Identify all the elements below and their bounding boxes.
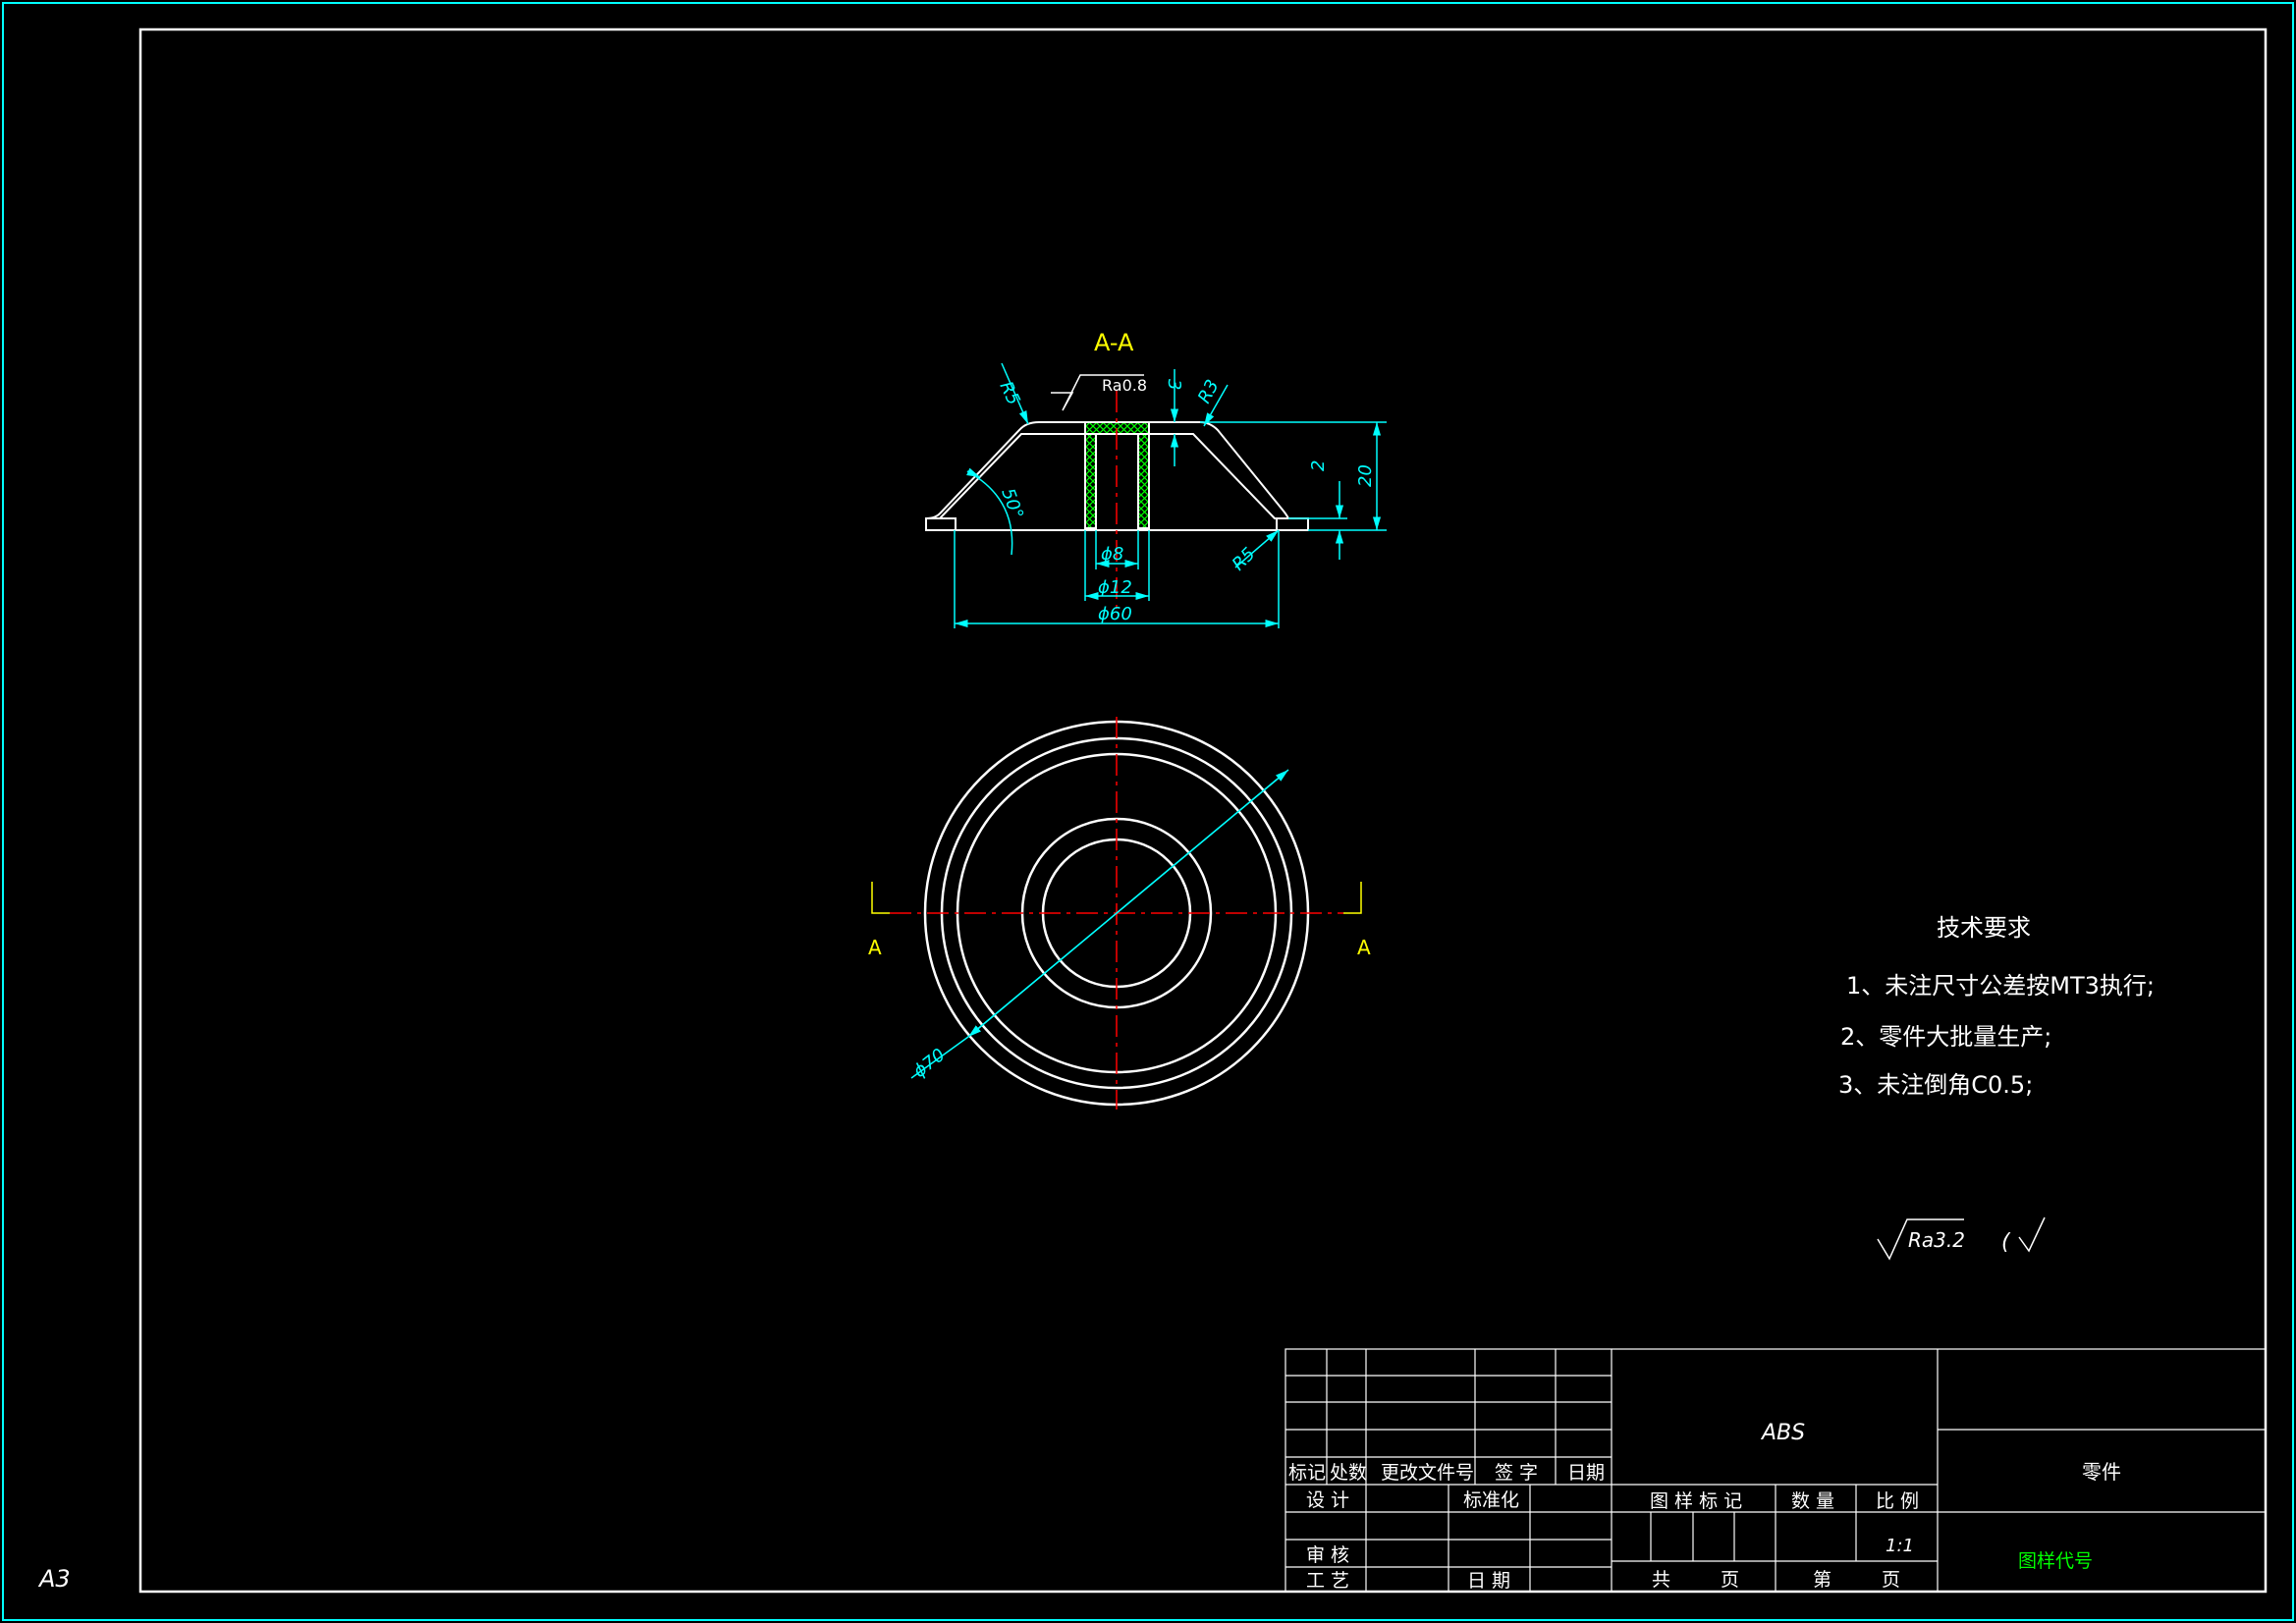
tb-scale-value: 1:1 (1886, 1536, 1914, 1556)
tb-col-date: 日期 (1567, 1462, 1605, 1484)
dim-bore: ϕ8 (1101, 544, 1123, 565)
tb-quantity: 数 量 (1791, 1490, 1834, 1512)
inner-frame (138, 27, 2268, 1594)
tb-pattern-mark: 图 样 标 记 (1650, 1490, 1742, 1512)
boss-left-hatch (1084, 433, 1097, 529)
tb-sheet-unit-2: 页 (1882, 1569, 1900, 1591)
surface-finish-paren: ( (2001, 1230, 2011, 1255)
section-mark-left: A (868, 936, 882, 959)
section-mark-right-line (1343, 882, 1362, 914)
dim-thickness-top: 3 (1164, 379, 1184, 390)
roughness-symbol (1051, 374, 1144, 411)
tb-part-name: 零件 (2082, 1460, 2121, 1484)
tb-process: 工 艺 (1306, 1570, 1349, 1592)
tb-drawing-code: 图样代号 (2018, 1550, 2093, 1572)
tb-date: 日 期 (1467, 1570, 1510, 1592)
tb-design: 设 计 (1306, 1489, 1349, 1511)
flange-right (1276, 517, 1309, 531)
tech-item-2: 2、零件大批量生产; (1840, 1023, 2051, 1051)
tb-col-count: 处数 (1330, 1462, 1367, 1484)
tb-review: 审 核 (1306, 1544, 1349, 1566)
tb-material: ABS (1760, 1421, 1805, 1445)
tech-heading: 技术要求 (1937, 914, 2031, 942)
flange-left (925, 517, 957, 531)
boss-right-hatch (1137, 433, 1150, 529)
sheet-size-label: A3 (37, 1565, 71, 1593)
tb-sheet-no: 第 (1813, 1569, 1831, 1591)
section-mark-left-line (871, 882, 890, 914)
left-wall-hatch (925, 421, 1086, 519)
tb-col-sign: 签 字 (1495, 1462, 1538, 1484)
dim-r5-bottom: R5 (1229, 544, 1260, 575)
title-block (1285, 1348, 2267, 1593)
dim-boss: ϕ12 (1098, 577, 1132, 598)
dim-height: 20 (1355, 464, 1376, 487)
tb-total-sheets: 共 (1652, 1569, 1670, 1591)
roughness-label: Ra0.8 (1102, 376, 1147, 395)
surface-finish: Ra3.2 ( (1877, 1217, 2046, 1261)
surface-finish-symbol (1877, 1218, 1964, 1261)
dim-thickness-flange: 2 (1308, 460, 1329, 471)
tb-col-doc: 更改文件号 (1381, 1462, 1474, 1484)
tb-scale-label: 比 例 (1876, 1490, 1919, 1512)
section-title: A-A (1094, 329, 1134, 356)
section-mark-right: A (1357, 936, 1371, 959)
tb-col-mark: 标记 (1288, 1462, 1326, 1484)
tech-requirements: 技术要求 1、未注尺寸公差按MT3执行; 2、零件大批量生产; 3、未注倒角C0… (1838, 914, 2155, 1099)
dim-angle: 50° (997, 486, 1027, 522)
right-wall-hatch (1148, 421, 1290, 519)
dim-base: ϕ60 (1098, 604, 1132, 624)
surface-finish-label: Ra3.2 (1908, 1228, 1965, 1252)
title-block-text: 标记 处数 更改文件号 签 字 日期 设 计 标准化 审 核 工 艺 日 期 A… (1288, 1421, 2121, 1592)
section-view: A-A Ra0.8 R5 R3 R5 50° (925, 329, 1387, 628)
tech-item-1: 1、未注尺寸公差按MT3执行; (1846, 972, 2155, 1000)
tb-sheet-unit-1: 页 (1721, 1569, 1739, 1591)
dim-diameter: ϕ70 (909, 1045, 949, 1082)
dim-r3: R3 (1194, 376, 1224, 406)
tech-item-3: 3、未注倒角C0.5; (1838, 1071, 2033, 1099)
plan-view: A A ϕ70 (868, 717, 1371, 1109)
check-symbol (2018, 1217, 2046, 1253)
tb-standard: 标准化 (1463, 1489, 1519, 1511)
